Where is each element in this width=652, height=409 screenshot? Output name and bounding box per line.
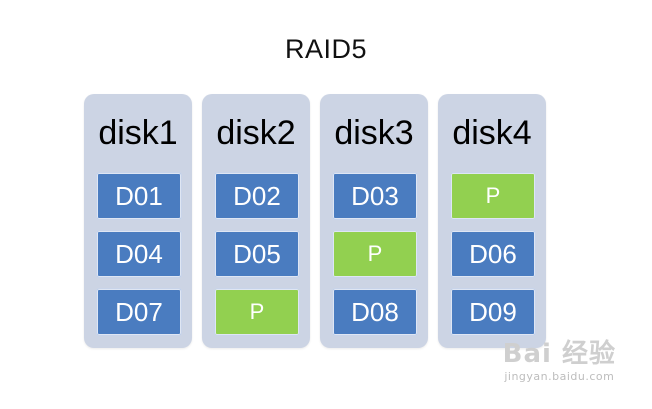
watermark-url: jingyan.baidu.com bbox=[504, 370, 615, 383]
data-block: D02 bbox=[214, 172, 300, 220]
data-block: D06 bbox=[450, 230, 536, 278]
data-block: D07 bbox=[96, 288, 182, 336]
disk-label: disk1 bbox=[98, 114, 178, 152]
disk-column-1: disk1 D01 D04 D07 bbox=[84, 94, 192, 348]
disk-array: disk1 D01 D04 D07 disk2 D02 D05 P disk3 … bbox=[84, 94, 546, 348]
disk-label: disk3 bbox=[334, 114, 414, 152]
parity-block: P bbox=[214, 288, 300, 336]
disk-column-3: disk3 D03 P D08 bbox=[320, 94, 428, 348]
data-block: D03 bbox=[332, 172, 418, 220]
watermark: Bai 经验 jingyan.baidu.com bbox=[503, 340, 616, 383]
diagram-title: RAID5 bbox=[284, 34, 368, 64]
watermark-logo-text: Bai 经验 bbox=[502, 339, 616, 369]
data-block: D01 bbox=[96, 172, 182, 220]
disk-column-4: disk4 P D06 D09 bbox=[438, 94, 546, 348]
parity-block: P bbox=[450, 172, 536, 220]
disk-column-2: disk2 D02 D05 P bbox=[202, 94, 310, 348]
parity-block: P bbox=[332, 230, 418, 278]
data-block: D08 bbox=[332, 288, 418, 336]
disk-label: disk2 bbox=[216, 114, 296, 152]
disk-label: disk4 bbox=[452, 114, 532, 152]
data-block: D05 bbox=[214, 230, 300, 278]
data-block: D04 bbox=[96, 230, 182, 278]
watermark-logo: Bai 经验 bbox=[503, 340, 616, 368]
data-block: D09 bbox=[450, 288, 536, 336]
